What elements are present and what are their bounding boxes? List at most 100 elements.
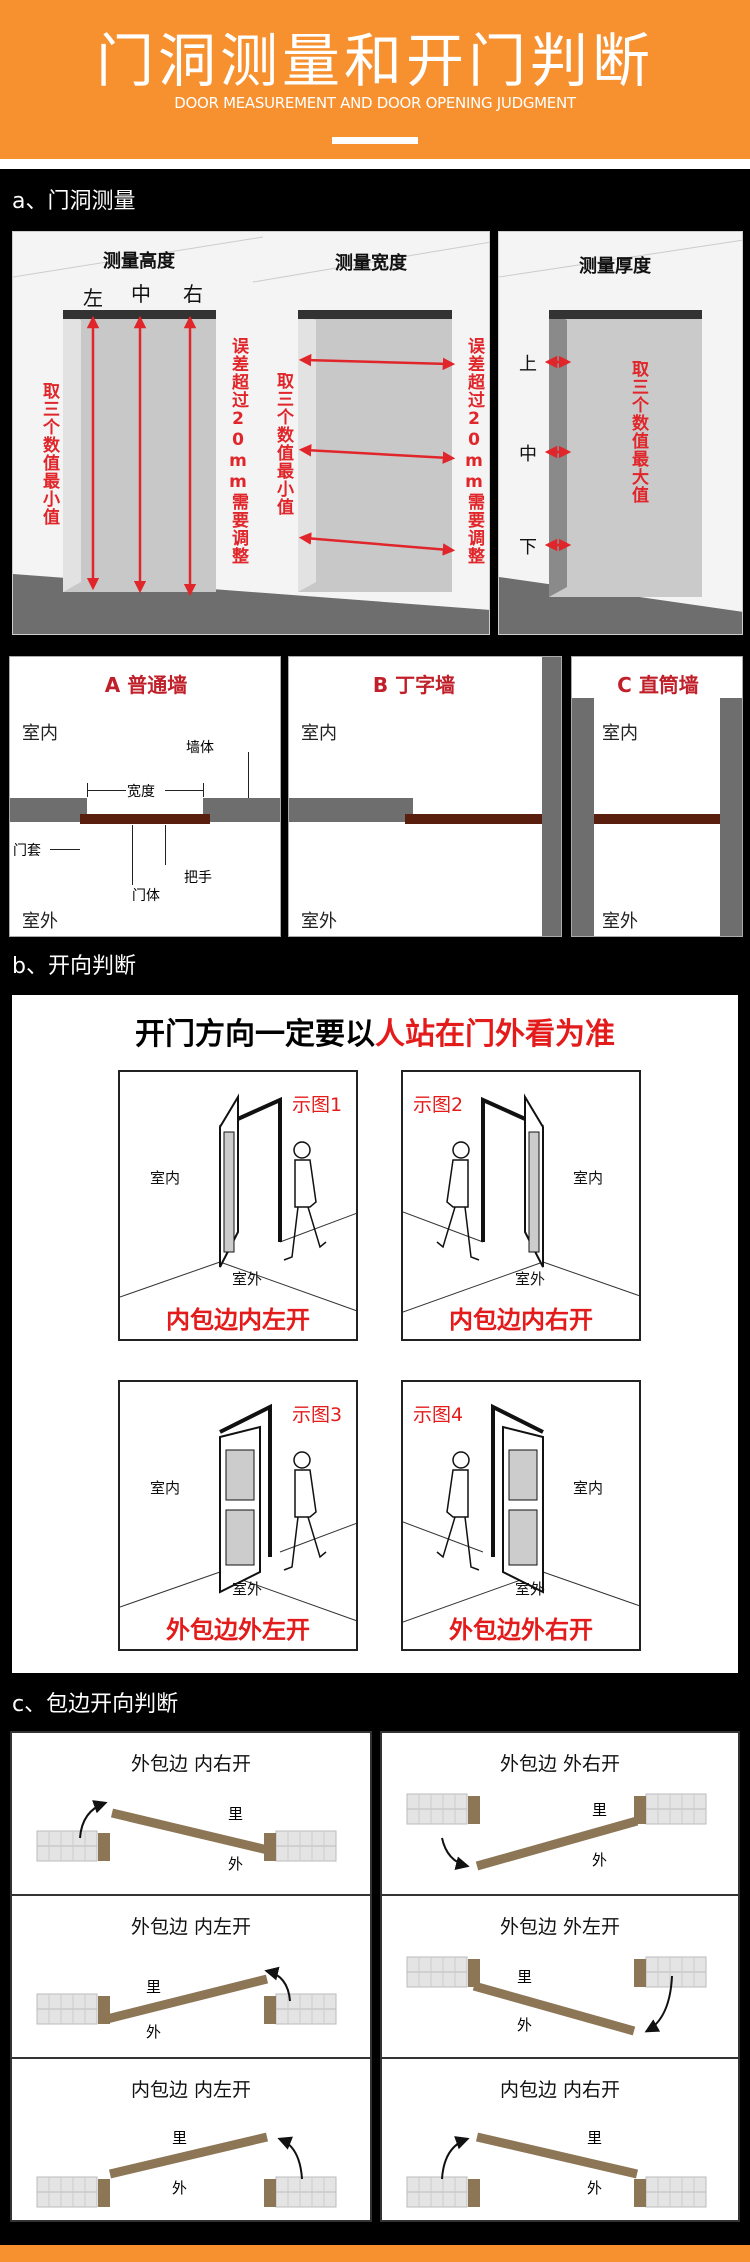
example-tag: 示图1 — [292, 1094, 343, 1116]
door-frame — [634, 1796, 646, 1824]
outside-label: 外 — [146, 2023, 162, 2041]
section-c-heading: c、包边开向判断 — [12, 1692, 179, 1717]
width-title: 测量宽度 — [335, 253, 407, 274]
footer-bar — [0, 2245, 750, 2262]
indoor-label: 室内 — [22, 723, 58, 744]
door-frame — [634, 2179, 646, 2207]
example-card-3: 示图3 室内 室外 外包边外左开 — [118, 1380, 358, 1651]
person-icon — [436, 1141, 480, 1261]
page-header: 门洞测量和开门判断 DOOR MEASUREMENT AND DOOR OPEN… — [0, 0, 750, 159]
outdoor-label: 室外 — [602, 911, 638, 932]
width-note-tolerance: 误差超过20mm需要调整 — [464, 337, 484, 565]
brick-wall — [275, 1830, 337, 1862]
measure-height-width-panel: 测量高度 左 中 右 取三个数值最小值 误差超过20mm需要调整 测量宽度 取三… — [12, 231, 490, 635]
door-leaf — [108, 2132, 269, 2179]
swing-arrow-icon — [441, 1837, 470, 1871]
measure-thickness-panel: 测量厚度 上 中 下 取三个数值最大值 — [498, 231, 743, 635]
position-top: 上 — [519, 354, 537, 375]
indoor-label: 室内 — [602, 723, 638, 744]
thickness-note-max: 取三个数值最大值 — [628, 360, 648, 504]
wrap-direction-cell: 外包边 外右开 里 外 — [380, 1731, 740, 1896]
thickness-illustration — [499, 239, 742, 634]
example-tag: 示图4 — [413, 1404, 464, 1426]
door-leaf — [475, 2132, 639, 2179]
inside-label: 里 — [172, 2129, 188, 2147]
headline: 开门方向一定要以人站在门外看为准 — [12, 1009, 738, 1053]
indoor-label: 室内 — [573, 1479, 604, 1497]
wrap-direction-cell: 外包边 外左开 里 外 — [380, 1894, 740, 2059]
example-tag: 示图3 — [292, 1404, 343, 1426]
cell-title: 外包边 外右开 — [499, 1753, 621, 1775]
door-frame — [264, 1996, 276, 2024]
thickness-title: 测量厚度 — [579, 256, 651, 277]
wrap-direction-cell: 内包边 内右开 里 外 — [380, 2057, 740, 2222]
wall-type-a: A 普通墙 室内 室外 墙体 宽度 门套 门体 把手 — [9, 656, 281, 937]
person-icon — [283, 1141, 327, 1261]
outdoor-label: 室外 — [301, 911, 337, 932]
door-leaf — [105, 1974, 269, 2024]
door-frame — [98, 1833, 110, 1861]
swing-arrow-icon — [79, 1800, 108, 1839]
example-tag: 示图2 — [413, 1094, 464, 1116]
brick-wall — [275, 2176, 337, 2208]
cell-title: 内包边 内右开 — [499, 2079, 621, 2101]
wall-type-c: C 直筒墙 室内 室外 — [571, 656, 743, 937]
door-frame — [468, 1796, 480, 1824]
divider — [0, 159, 750, 169]
plan-diagram — [36, 1966, 337, 2025]
brick-wall — [406, 1956, 468, 1988]
wall-label: 墙体 — [186, 740, 214, 756]
frame-label: 门套 — [13, 843, 41, 859]
brick-wall — [645, 2176, 707, 2208]
brick-wall — [36, 1830, 98, 1862]
inside-label: 里 — [592, 1801, 608, 1819]
section-a-heading: a、门洞测量 — [12, 189, 136, 214]
height-note-min: 取三个数值最小值 — [39, 382, 59, 526]
handle-label: 把手 — [184, 870, 212, 886]
swing-arrow-icon — [264, 1966, 291, 2002]
plan-diagram — [406, 2132, 707, 2208]
brick-wall — [36, 1993, 98, 2025]
outside-label: 外 — [172, 2179, 188, 2197]
door-illustration — [120, 1403, 356, 1622]
swing-arrow-icon — [441, 2136, 470, 2180]
section-b-heading: b、开向判断 — [12, 954, 136, 979]
opening-direction-panel: 开门方向一定要以人站在门外看为准 示图1 室内 室外 内包边内左开 示图2 室内… — [12, 995, 738, 1673]
door-body — [405, 814, 542, 824]
door-frame — [468, 1959, 480, 1987]
door-leaf — [475, 1816, 639, 1871]
page-subtitle: DOOR MEASUREMENT AND DOOR OPENING JUDGME… — [174, 94, 576, 112]
plan-diagram — [406, 1956, 707, 2036]
wall-block — [203, 798, 280, 822]
inside-label: 里 — [587, 2129, 603, 2147]
brick-wall — [406, 2176, 468, 2208]
outdoor-label: 室外 — [515, 1270, 546, 1288]
example-card-1: 示图1 室内 室外 内包边内左开 — [118, 1070, 358, 1341]
headline-red: 人站在门外看为准 — [375, 1017, 615, 1052]
title-underline — [332, 137, 418, 144]
example-caption: 内包边内左开 — [166, 1306, 310, 1334]
example-caption: 外包边外右开 — [449, 1616, 593, 1644]
cell-title: 内包边 内左开 — [130, 2079, 252, 2101]
brick-wall — [36, 2176, 98, 2208]
outdoor-label: 室外 — [232, 1270, 263, 1288]
door-frame — [98, 2179, 110, 2207]
inside-label: 里 — [517, 1968, 533, 1986]
brick-wall — [406, 1793, 468, 1825]
brick-wall — [645, 1956, 707, 1988]
example-card-2: 示图2 室内 室外 内包边内右开 — [401, 1070, 641, 1341]
indoor-label: 室内 — [150, 1479, 181, 1497]
outdoor-label: 室外 — [232, 1580, 263, 1598]
wrap-direction-cell: 外包边 内右开 里 外 — [10, 1731, 372, 1896]
door-leaf — [472, 1981, 636, 2036]
outdoor-label: 室外 — [515, 1580, 546, 1598]
wrap-direction-cell: 内包边 内左开 里 外 — [10, 2057, 372, 2222]
door-label: 门体 — [132, 888, 160, 904]
wall-title: A 普通墙 — [104, 673, 188, 697]
door-illustration — [403, 1093, 639, 1313]
wall-title: C 直筒墙 — [617, 673, 699, 697]
cell-title: 外包边 外左开 — [499, 1916, 621, 1938]
headline-black: 开门方向一定要以 — [135, 1017, 375, 1052]
example-caption: 外包边外左开 — [166, 1616, 310, 1644]
door-illustration — [120, 1093, 356, 1312]
